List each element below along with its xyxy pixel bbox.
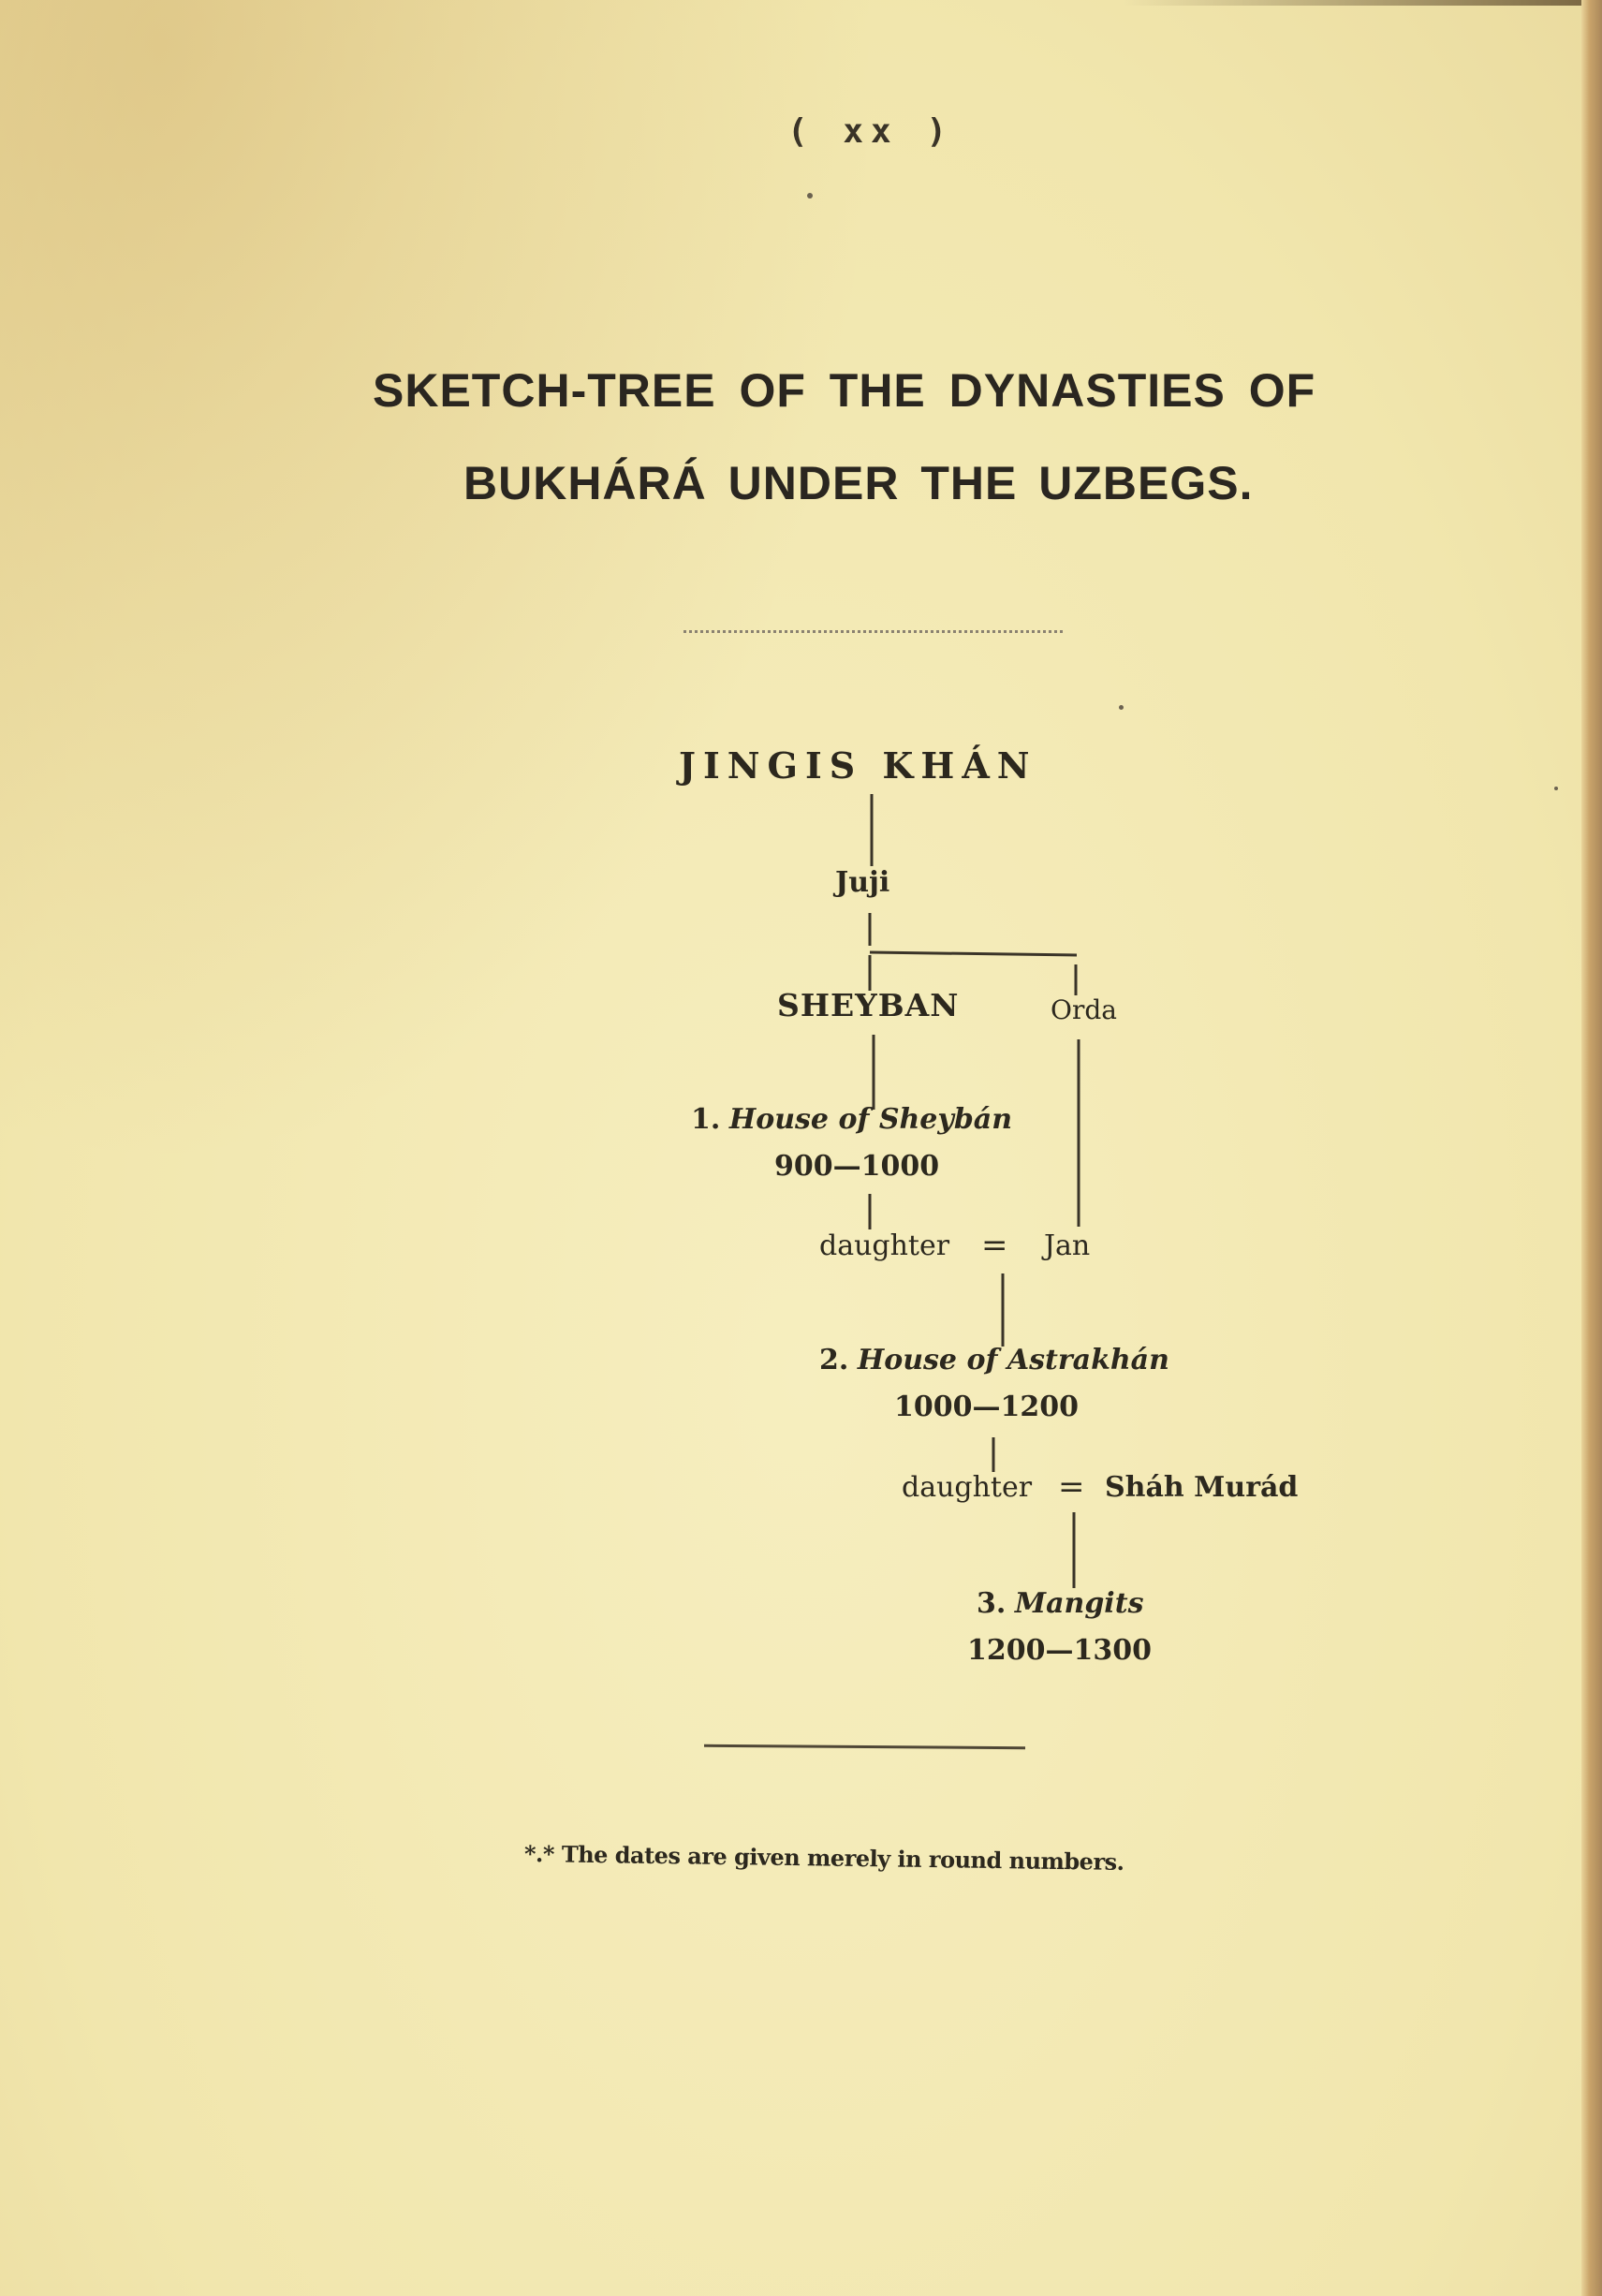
marriage-2-symbol: = [1058,1468,1085,1506]
tree-node-jan: Jan [1044,1229,1091,1262]
dynasty-1-dates: 900—1000 [774,1150,940,1183]
dynasty-3-heading: 3. Mangits [977,1587,1143,1620]
tree-node-jingis-khan: JINGIS KHÁN [679,744,1037,787]
dynasty-3-name: Mangits [1014,1587,1144,1620]
marriage-1-daughter: daughter [819,1229,950,1262]
tree-node-sheyban: SHEYBAN [777,987,960,1023]
page-folio: ( xx ) [786,112,955,151]
dynasty-2-name: House of Astrakhán [857,1344,1169,1376]
dynasty-1-heading: 1. House of Sheybán [691,1103,1012,1136]
dynasty-1-number: 1. [691,1103,721,1136]
marriage-1-symbol: = [981,1227,1008,1264]
marriage-2-daughter: daughter [902,1471,1033,1504]
page-top-edge-shadow [1124,0,1602,6]
speck-mark [807,193,813,199]
dynasty-3-number: 3. [977,1587,1007,1620]
dynasty-3-dates: 1200—1300 [967,1634,1152,1667]
tree-node-juji: Juji [835,866,890,899]
dynasty-2-number: 2. [819,1344,849,1376]
speck-mark [1119,705,1124,710]
page-title-line-1: SKETCH-TREE OF THE DYNASTIES OF [373,364,1316,417]
ornamental-dotted-rule [683,630,1063,633]
dynasty-2-heading: 2. House of Astrakhán [819,1344,1169,1376]
speck-mark [1554,787,1558,790]
dynasty-2-dates: 1000—1200 [894,1391,1079,1423]
footnote-asterism-icon: *․* [523,1840,555,1868]
tree-node-shah-murad: Sháh Murád [1105,1471,1299,1504]
page-right-edge [1581,0,1602,2296]
tree-node-orda: Orda [1051,994,1117,1025]
page-title-line-2: BUKHÁRÁ UNDER THE UZBEGS. [463,457,1254,509]
dynasty-1-name: House of Sheybán [728,1103,1013,1136]
